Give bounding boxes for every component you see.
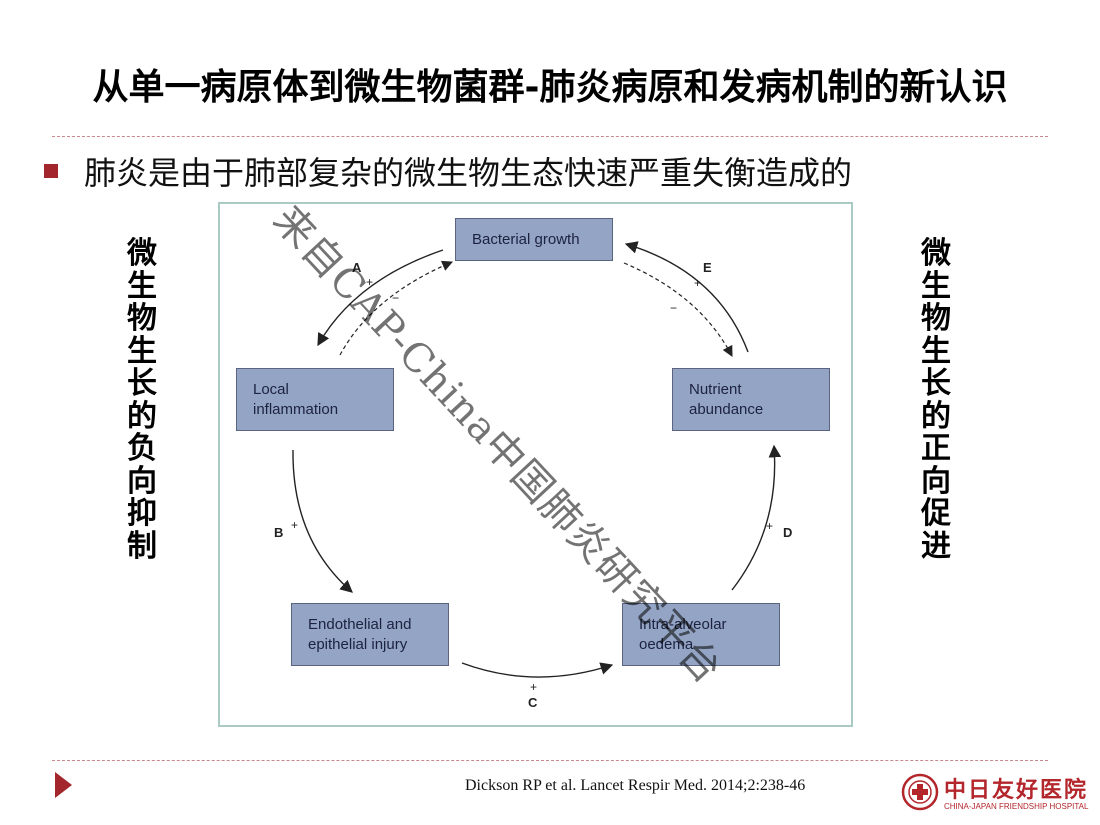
node-bacterial-growth-label: Bacterial growth — [472, 230, 580, 248]
edge-e-label: E — [703, 260, 712, 275]
citation: Dickson RP et al. Lancet Respir Med. 201… — [465, 777, 806, 794]
edge-b — [292, 449, 353, 593]
node-intra-alveolar-oedema: Intra-alveolar oedema — [622, 603, 780, 666]
node-endothelial-line2: epithelial injury — [308, 635, 408, 653]
edge-c-sign: + — [530, 680, 537, 694]
edge-a-dashed — [339, 260, 453, 356]
edge-c-label: C — [528, 695, 538, 710]
edge-d — [731, 444, 782, 591]
left-vertical-label: 微生物生长的负向抑制 — [127, 236, 157, 564]
node-intra-alveolar-line2: oedema — [639, 635, 694, 653]
edge-a-solid — [317, 249, 444, 347]
edge-a-sign-minus: − — [392, 291, 399, 305]
node-local-inflammation-line1: Local — [253, 380, 289, 398]
edge-b-sign: + — [291, 518, 298, 532]
edge-e-dashed — [623, 262, 733, 357]
node-local-inflammation-line2: inflammation — [253, 400, 339, 418]
node-bacterial-growth: Bacterial growth — [455, 218, 613, 261]
slide-title: 从单一病原体到微生物菌群-肺炎病原和发病机制的新认识 — [92, 67, 1008, 108]
edge-d-label: D — [783, 525, 792, 540]
bullet-square-icon — [44, 164, 58, 178]
hospital-subtitle: CHINA-JAPAN FRIENDSHIP HOSPITAL — [944, 802, 1089, 811]
edge-a-label: A — [352, 260, 362, 275]
edge-d-sign: + — [766, 519, 773, 533]
node-local-inflammation: Local inflammation — [236, 368, 394, 431]
top-divider — [52, 136, 1048, 137]
hospital-emblem-icon — [901, 773, 939, 811]
node-nutrient-abundance-line2: abundance — [689, 400, 764, 418]
bottom-divider — [52, 760, 1048, 761]
node-intra-alveolar-line1: Intra-alveolar — [639, 615, 727, 633]
footer-triangle-icon — [55, 772, 72, 798]
right-vertical-label: 微生物生长的正向促进 — [921, 236, 951, 564]
edge-e-sign-minus: − — [670, 301, 677, 315]
edge-c — [461, 662, 614, 678]
hospital-logo: 中日友好医院 CHINA-JAPAN FRIENDSHIP HOSPITAL — [900, 770, 1088, 816]
node-nutrient-abundance-line1: Nutrient — [689, 380, 742, 398]
node-endothelial-epithelial-injury: Endothelial and epithelial injury — [291, 603, 449, 666]
bullet-row: 肺炎是由于肺部复杂的微生物生态快速严重失衡造成的 — [44, 148, 1004, 192]
bullet-text: 肺炎是由于肺部复杂的微生物生态快速严重失衡造成的 — [84, 154, 853, 192]
node-nutrient-abundance: Nutrient abundance — [672, 368, 830, 431]
edge-a-sign-plus: + — [366, 275, 373, 289]
hospital-name: 中日友好医院 — [944, 777, 1089, 803]
node-endothelial-line1: Endothelial and — [308, 615, 412, 633]
edge-e-solid — [624, 241, 749, 353]
edge-e-sign-plus: + — [694, 276, 701, 290]
edge-b-label: B — [274, 525, 283, 540]
